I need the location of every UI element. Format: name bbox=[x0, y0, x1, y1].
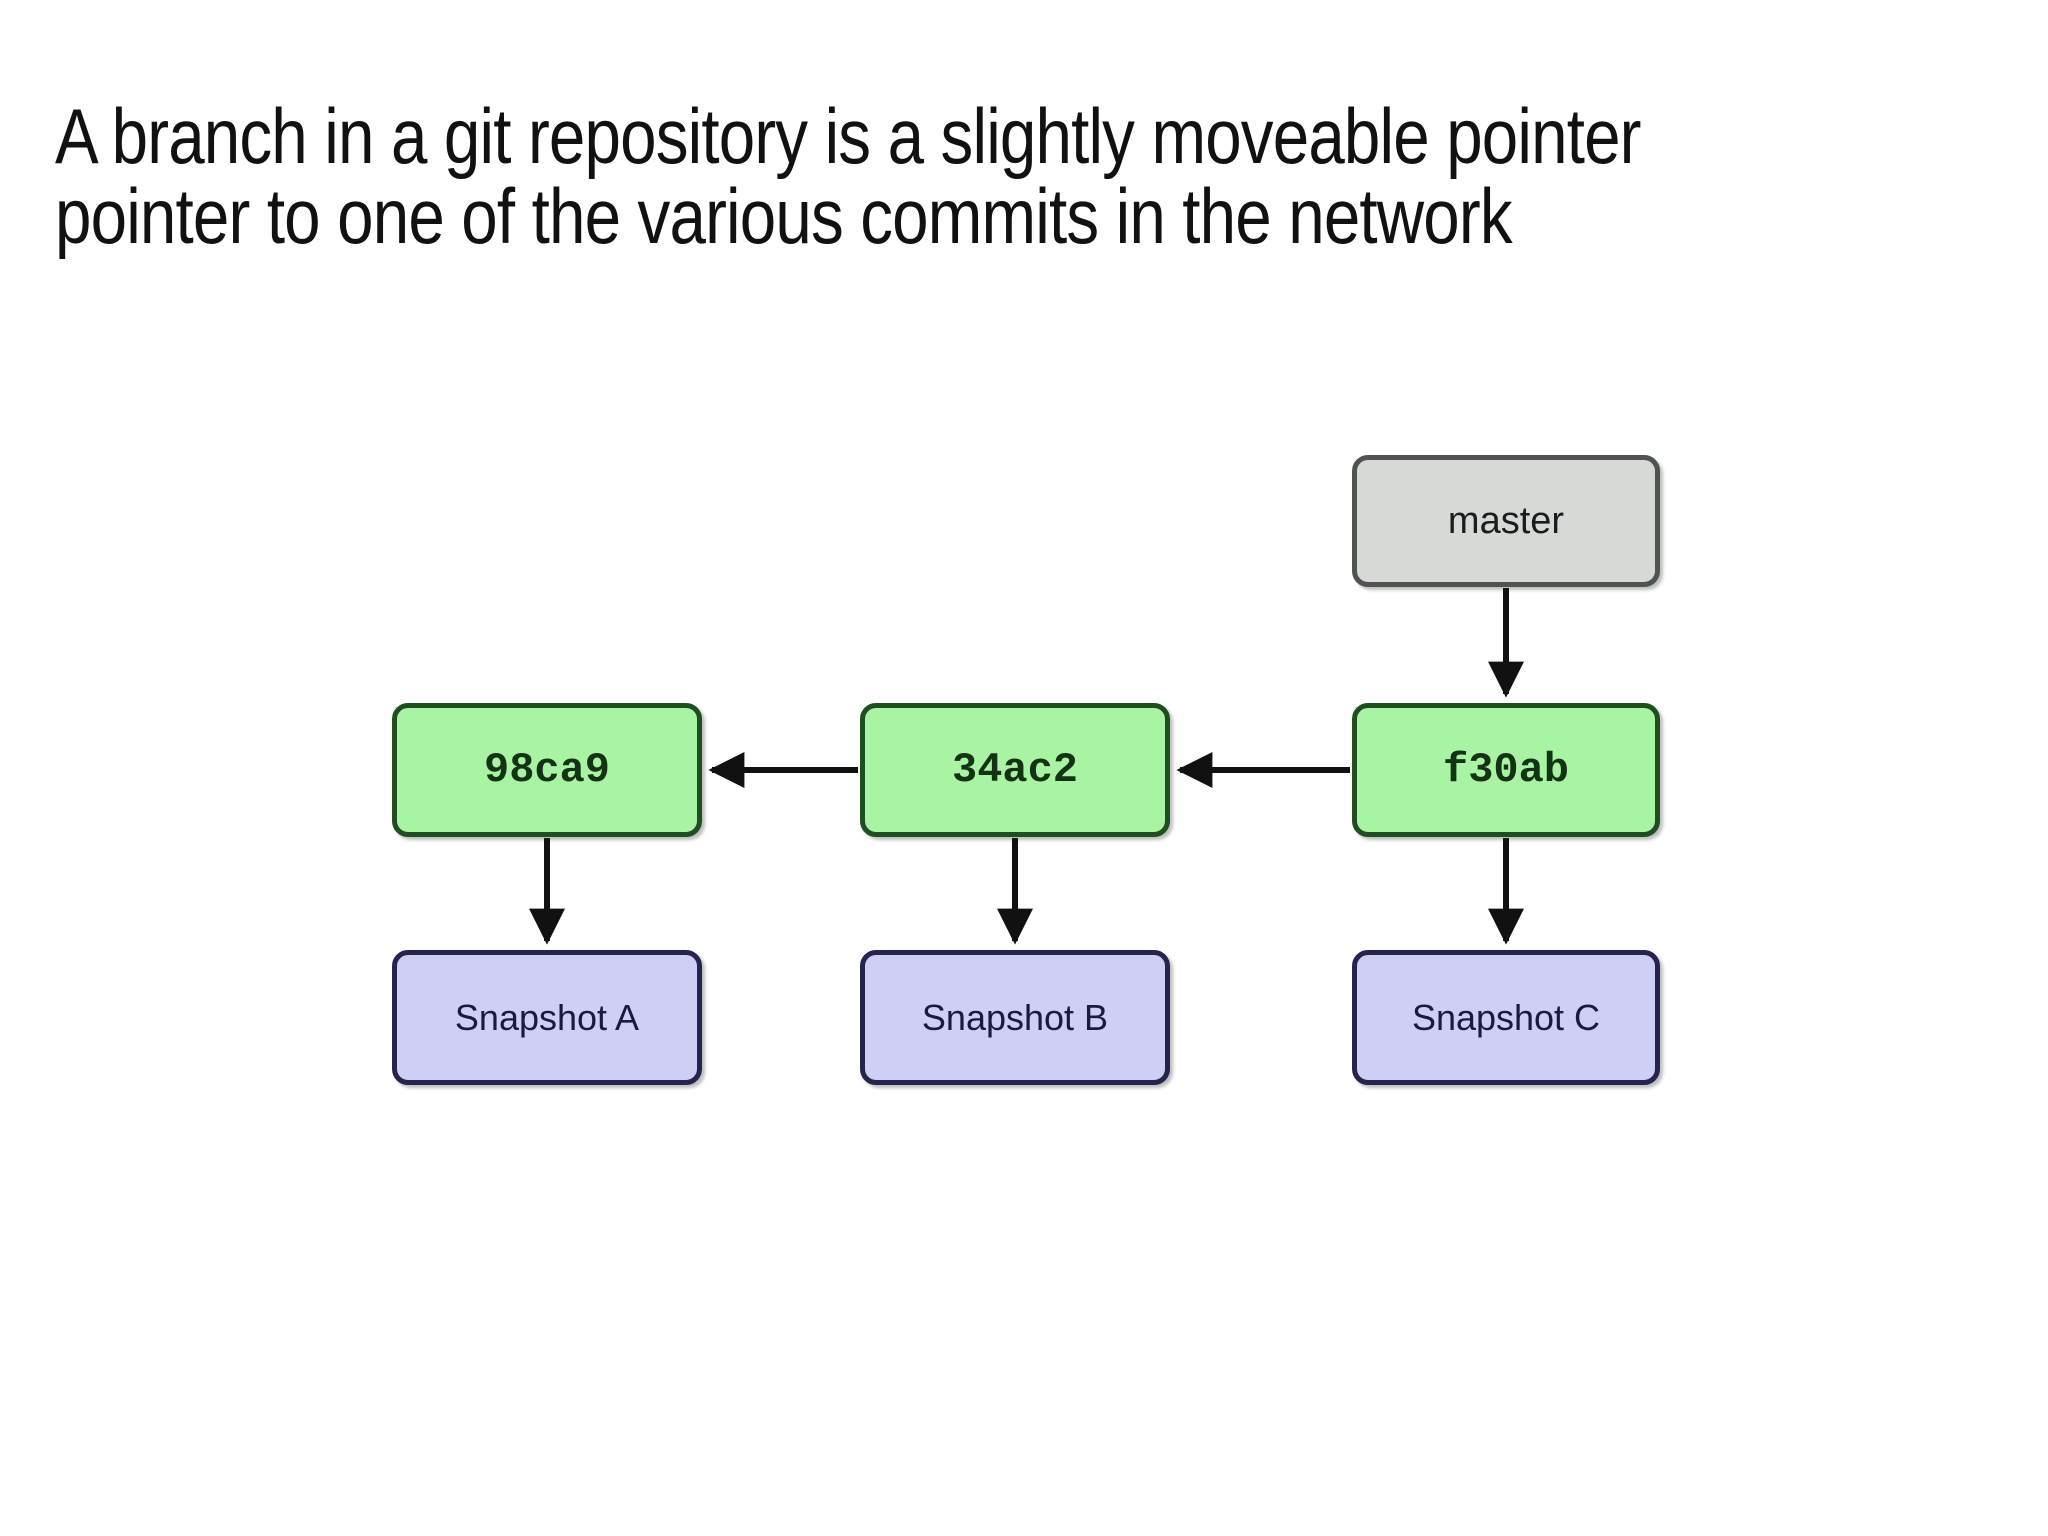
snapshot-node-label: Snapshot C bbox=[1411, 996, 1601, 1038]
snapshot-node-c: Snapshot C bbox=[1352, 950, 1660, 1085]
snapshot-node-b: Snapshot B bbox=[860, 950, 1170, 1085]
branch-node-master: master bbox=[1352, 455, 1660, 587]
snapshot-node-label: Snapshot B bbox=[921, 996, 1109, 1038]
slide-title: A branch in a git repository is a slight… bbox=[55, 96, 1641, 256]
commit-node-label: f30ab bbox=[1442, 746, 1570, 794]
snapshot-node-a: Snapshot A bbox=[392, 950, 702, 1085]
commit-node-34ac2: 34ac2 bbox=[860, 703, 1170, 837]
branch-node-label: master bbox=[1447, 499, 1565, 542]
commit-node-label: 34ac2 bbox=[951, 746, 1079, 794]
slide-title-line-2: pointer to one of the various commits in… bbox=[55, 172, 1513, 260]
slide-title-line-1: A branch in a git repository is a slight… bbox=[55, 92, 1641, 180]
commit-node-label: 98ca9 bbox=[483, 746, 611, 794]
commit-node-f30ab: f30ab bbox=[1352, 703, 1660, 837]
snapshot-node-label: Snapshot A bbox=[454, 996, 640, 1038]
commit-node-98ca9: 98ca9 bbox=[392, 703, 702, 837]
